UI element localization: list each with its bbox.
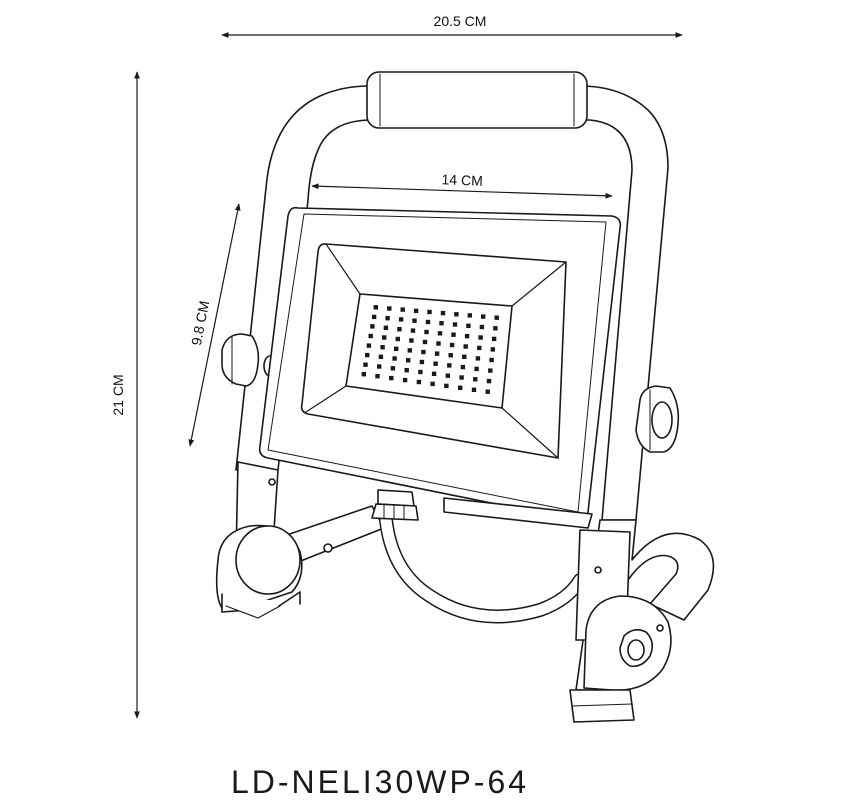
led-dot	[370, 324, 375, 329]
led-dot	[485, 389, 490, 394]
led-dot	[478, 335, 483, 340]
handle-grip	[366, 71, 588, 129]
led-dot	[445, 373, 450, 378]
led-dot	[433, 361, 438, 366]
led-dot	[462, 354, 467, 359]
dimension-panel-width: 14 CM	[311, 171, 613, 199]
dimension-panel-width-label: 14 CM	[441, 171, 483, 188]
led-dot	[398, 317, 404, 322]
led-dot	[437, 331, 443, 336]
led-dot	[385, 316, 390, 321]
led-dot	[395, 336, 400, 342]
led-dot	[494, 315, 499, 320]
led-dot	[475, 356, 481, 361]
led-dot	[427, 309, 432, 315]
led-dot	[400, 307, 405, 312]
led-dot	[430, 381, 435, 387]
led-dot	[434, 351, 440, 356]
led-dot	[421, 349, 426, 355]
led-dot	[406, 358, 411, 363]
dimension-panel-height: 9.8 CM	[188, 203, 241, 447]
led-dot	[436, 341, 441, 346]
dimension-total-width-label: 20.5 CM	[434, 13, 487, 29]
led-dot	[416, 379, 422, 385]
led-grid	[361, 305, 499, 394]
led-dot	[389, 375, 394, 381]
led-dot	[459, 375, 464, 380]
handle-frame	[235, 85, 669, 521]
led-dot	[413, 308, 419, 313]
led-dot	[451, 332, 456, 337]
led-dot	[410, 328, 416, 333]
led-dot	[474, 366, 479, 372]
dimension-total-height: 21 CM	[110, 71, 140, 719]
dimension-total-height-label: 21 CM	[110, 374, 126, 415]
led-dot	[447, 363, 452, 368]
led-dot	[458, 385, 463, 390]
led-dot	[377, 364, 382, 369]
led-dot	[481, 314, 486, 319]
led-dot	[383, 325, 389, 330]
led-dot	[479, 324, 485, 330]
led-dot	[380, 345, 385, 350]
led-dot	[375, 374, 380, 379]
led-dot	[471, 387, 477, 392]
right-foot	[569, 529, 672, 723]
led-dot	[439, 321, 444, 326]
left-leg	[215, 461, 385, 619]
led-dot	[490, 347, 495, 352]
led-dot	[440, 310, 446, 316]
led-dot	[464, 333, 470, 339]
led-dot	[387, 306, 392, 311]
led-dot	[382, 335, 387, 340]
floodlight-drawing	[215, 71, 715, 723]
led-dot	[452, 322, 458, 327]
led-dot	[418, 369, 423, 375]
led-dot	[425, 319, 431, 325]
led-dot	[365, 352, 370, 358]
led-dot	[419, 359, 425, 365]
led-dot	[477, 345, 482, 351]
led-dot	[466, 323, 471, 328]
led-dot	[402, 377, 408, 383]
led-dot	[394, 346, 399, 351]
right-knob	[635, 385, 680, 453]
led-dot	[366, 343, 372, 348]
led-dot	[489, 357, 494, 363]
led-dot	[467, 313, 472, 318]
dimension-panel-height-label: 9.8 CM	[188, 299, 212, 346]
led-dot	[368, 333, 373, 339]
led-dot	[378, 354, 384, 359]
led-dot	[488, 368, 493, 373]
led-dot	[431, 371, 437, 376]
led-dot	[486, 378, 492, 384]
led-dot	[392, 356, 397, 361]
led-dot	[412, 318, 417, 323]
led-dot	[390, 366, 396, 371]
dimension-total-width: 20.5 CM	[221, 13, 683, 38]
led-dot	[424, 329, 429, 335]
led-dot	[397, 327, 402, 332]
cable-gland	[371, 489, 419, 521]
led-dot	[473, 377, 478, 382]
model-number: LD-NELI30WP-64	[230, 764, 530, 800]
led-dot	[409, 338, 414, 343]
led-dot	[463, 344, 468, 349]
led-dot	[373, 305, 378, 310]
led-dot	[361, 372, 366, 377]
led-dot	[404, 368, 409, 373]
led-dot	[448, 353, 453, 358]
led-dot	[371, 314, 377, 320]
bottom-bracket	[443, 497, 593, 529]
led-dot	[460, 364, 466, 370]
led-dot	[493, 326, 498, 331]
led-dot	[449, 342, 455, 348]
led-dot	[422, 339, 428, 345]
led-dot	[454, 312, 459, 317]
led-dot	[491, 336, 497, 342]
led-dot	[444, 383, 449, 389]
led-dot	[407, 348, 412, 353]
led-dot	[363, 362, 368, 367]
